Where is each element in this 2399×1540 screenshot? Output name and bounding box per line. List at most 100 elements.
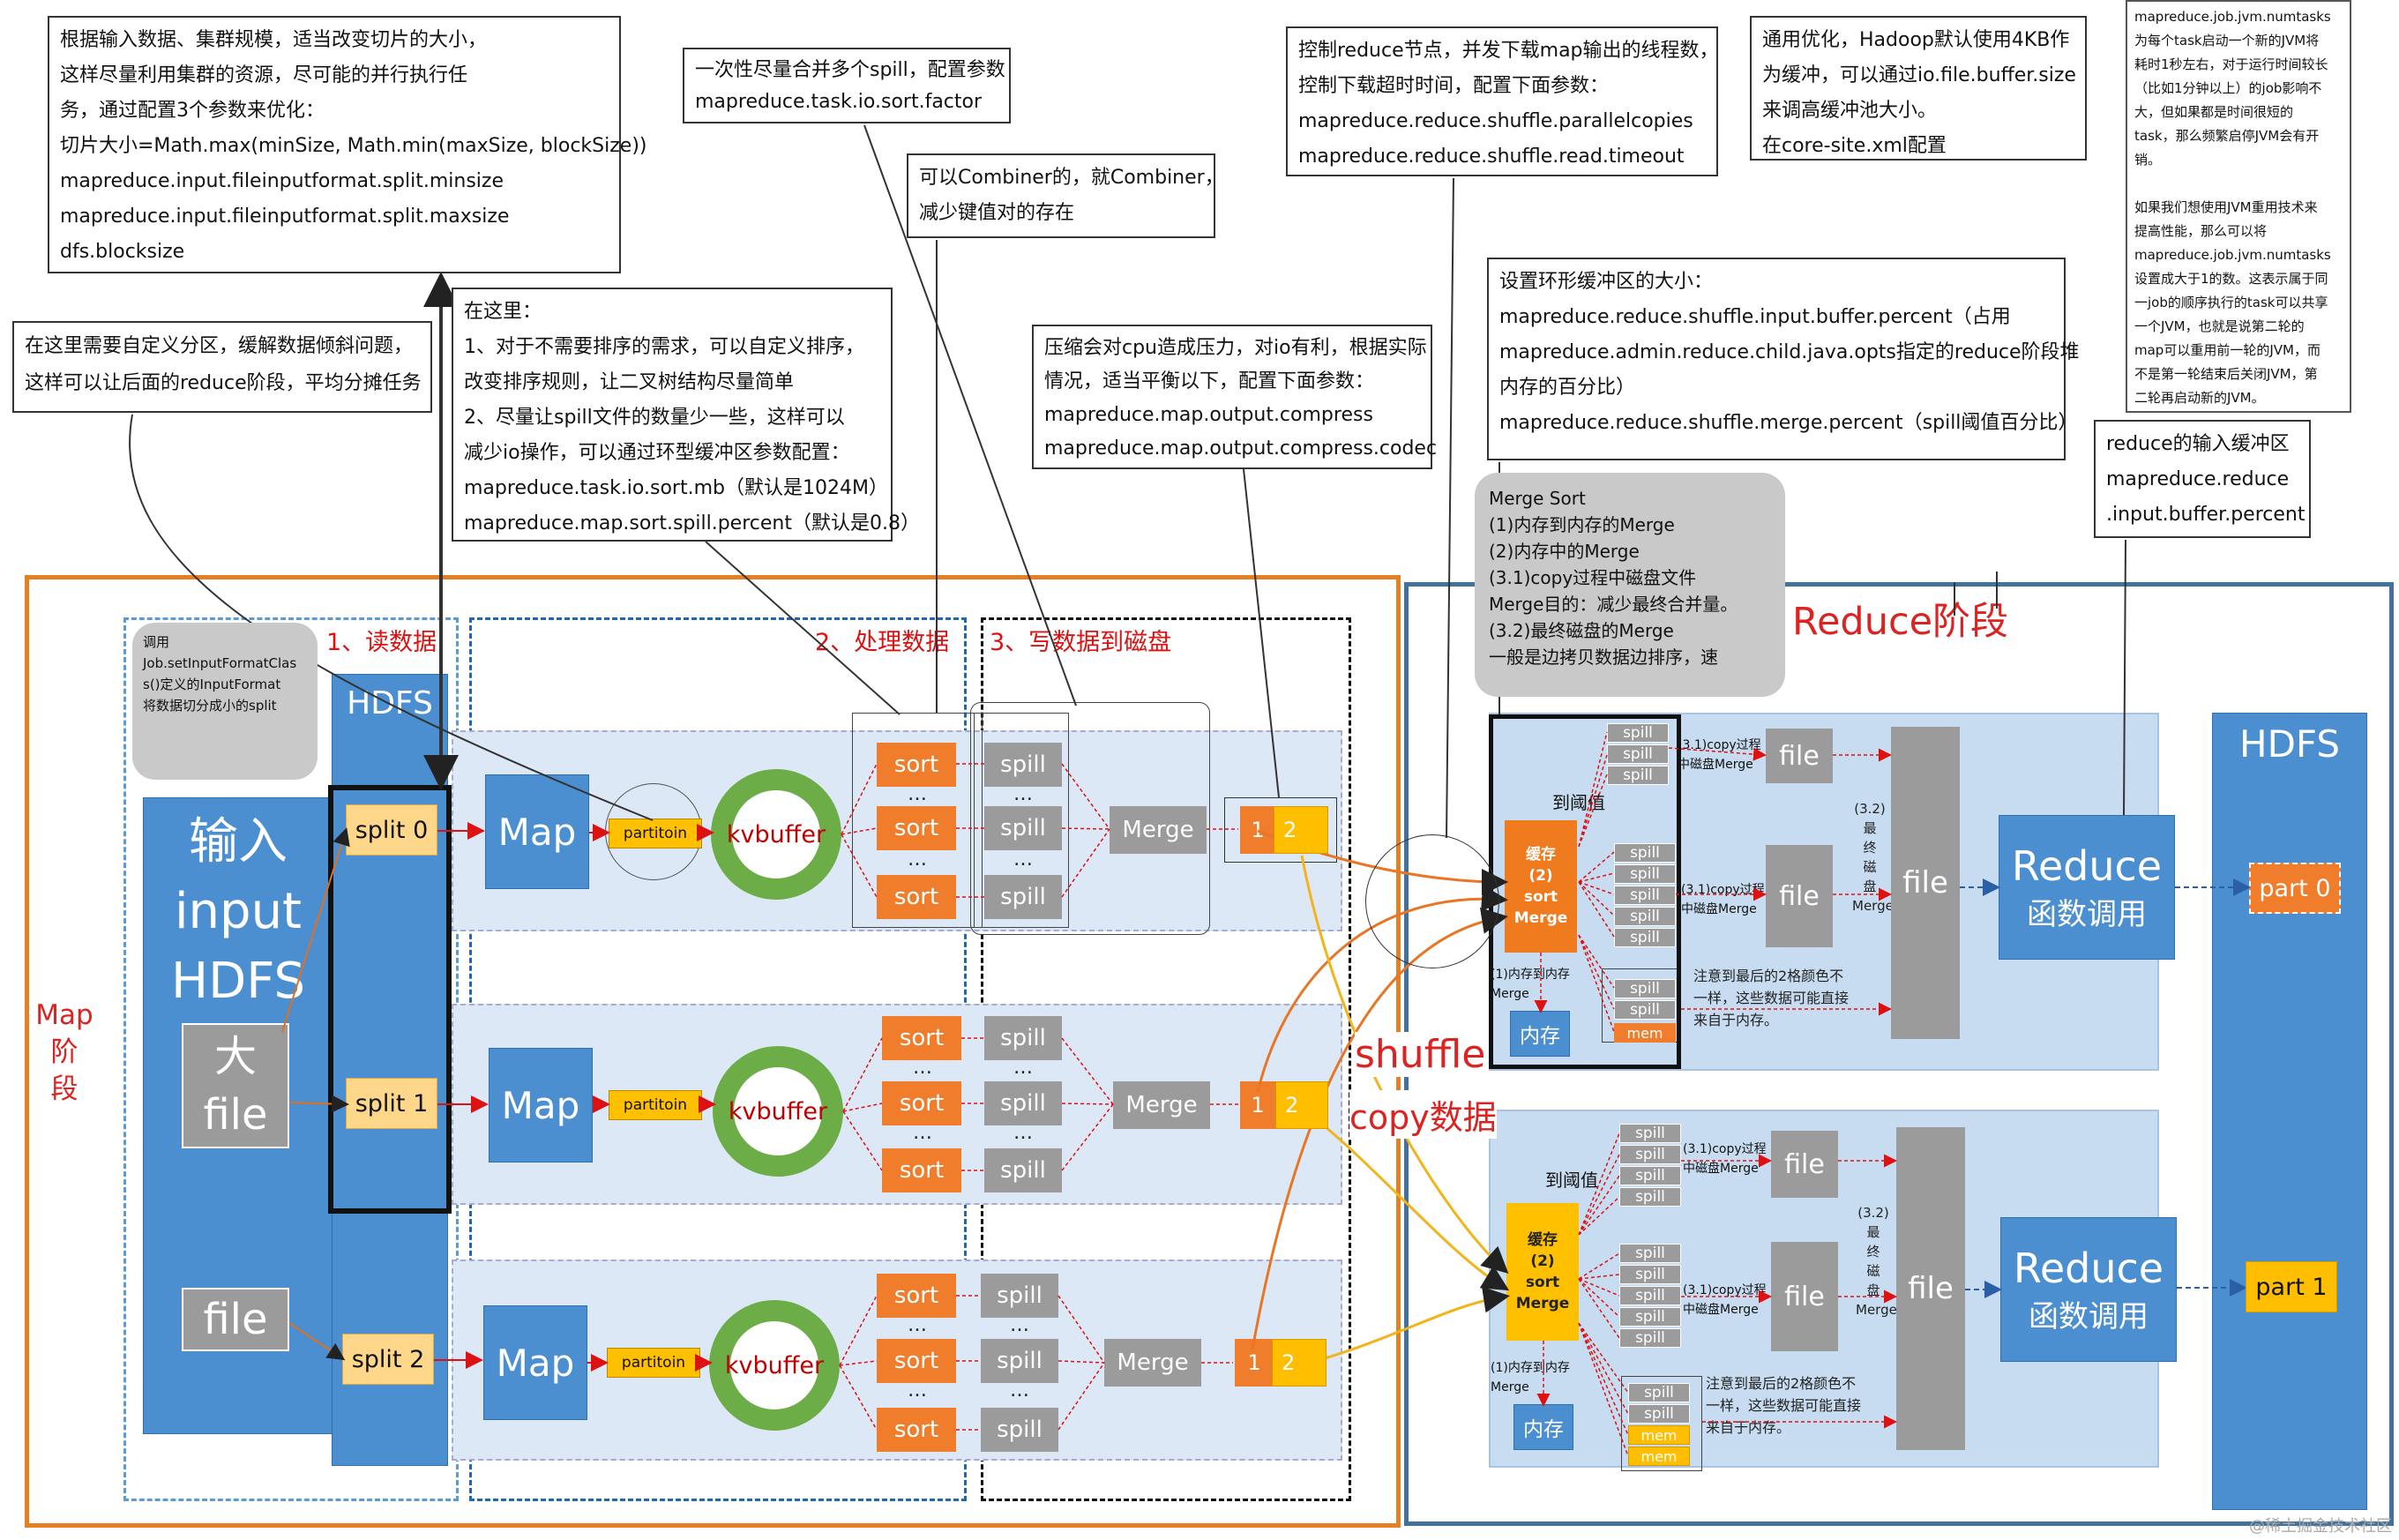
reduce-spill-0-b2: spill bbox=[1614, 886, 1676, 905]
dots-sort-2b: … bbox=[908, 1379, 927, 1402]
shuffle-sub-label: copy数据 bbox=[1349, 1090, 1497, 1139]
dots-spill-0b: … bbox=[1013, 848, 1033, 871]
watermark: @稀土掘金技术社区 bbox=[2249, 1517, 2392, 1536]
sort-0-2: sort bbox=[877, 875, 956, 919]
reduce-task-1: Reduce 函数调用 bbox=[2000, 1217, 2177, 1362]
reduce-final-file-0: file bbox=[1891, 727, 1960, 1039]
output-part-0-2: 2 bbox=[1274, 806, 1328, 854]
read-step-label: 1、读数据 bbox=[326, 629, 437, 656]
reduce-mem-tag-1a: mem bbox=[1628, 1425, 1690, 1445]
final-merge-label-1: (3.2) 最 终 磁 盘 Merge bbox=[1856, 1205, 1897, 1318]
threshold-label-1: 到阈值 bbox=[1545, 1170, 1598, 1191]
note-compress: 压缩会对cpu造成压力，对io有利，根据实际 情况，适当平衡以下，配置下面参数：… bbox=[1032, 325, 1437, 469]
kvbuffer-2: kvbuffer bbox=[709, 1300, 840, 1431]
copy-merge-label-0b: (3.1)copy过程 中磁盘Merge bbox=[1681, 883, 1765, 916]
reduce-spill-1-b3: spill bbox=[1619, 1307, 1681, 1327]
reduce-spill-0-b3: spill bbox=[1614, 907, 1676, 926]
note-sort: 在这里： 1、对于不需要排序的需求，可以自定义排序， 改变排序规则，让二叉树结构… bbox=[452, 288, 920, 542]
dots-sort-1b: … bbox=[913, 1122, 932, 1144]
output-part-2-1: 1 bbox=[1235, 1339, 1274, 1387]
sort-1-2: sort bbox=[882, 1148, 961, 1192]
reduce-mem-tag-0: mem bbox=[1614, 1023, 1676, 1043]
kvbuffer-0: kvbuffer bbox=[711, 769, 841, 900]
note-partition: 在这里需要自定义分区，缓解数据倾斜问题， 这样可以让后面的reduce阶段，平均… bbox=[12, 321, 432, 413]
mem-note-0: 注意到最后的2格颜色不 一样，这些数据可能直接 来自于内存。 bbox=[1693, 968, 1850, 1028]
sort-0-1: sort bbox=[877, 806, 956, 850]
copy-merge-label-0a: (3.1)copy过程 中磁盘Merge bbox=[1678, 738, 1761, 772]
reduce-spill-0-a0: spill bbox=[1607, 723, 1669, 743]
sort-2-1: sort bbox=[877, 1339, 956, 1383]
map-task-1: Map bbox=[489, 1048, 593, 1162]
split-0: split 0 bbox=[346, 804, 437, 856]
partition-2: partitoin bbox=[607, 1348, 700, 1378]
dots-sort-1a: … bbox=[913, 1057, 932, 1079]
reduce-spill-1-a0: spill bbox=[1619, 1124, 1681, 1143]
spill-0-0: spill bbox=[984, 743, 1062, 787]
reduce-mem-0: 内存 bbox=[1510, 1011, 1570, 1057]
threshold-label-0: 到阈值 bbox=[1552, 792, 1605, 813]
copy-merge-label-1a: (3.1)copy过程 中磁盘Merge bbox=[1683, 1142, 1767, 1176]
sort-group-frame-0 bbox=[852, 713, 983, 928]
partition-0: partitoin bbox=[609, 819, 702, 848]
note-combiner: 可以Combiner的，就Combiner， 减少键值对的存在 bbox=[907, 153, 1224, 238]
output-part-1: part 1 bbox=[2246, 1261, 2337, 1312]
reduce-phase-label: Reduce阶段 bbox=[1792, 600, 2009, 644]
spill-1-1: spill bbox=[984, 1081, 1062, 1125]
input-hdfs-label: 输入 input HDFS bbox=[170, 813, 305, 1010]
dots-spill-0a: … bbox=[1013, 783, 1033, 805]
note-buffer-size: 通用优化，Hadoop默认使用4KB作 为缓冲，可以通过io.file.buff… bbox=[1750, 16, 2087, 161]
note-merge-spill: 一次性尽量合并多个spill，配置参数 mapreduce.task.io.so… bbox=[683, 48, 1011, 123]
reduce-mem-tag-1b: mem bbox=[1628, 1447, 1690, 1466]
shuffle-circle bbox=[1365, 834, 1499, 968]
output-part-1-1: 1 bbox=[1240, 1081, 1275, 1129]
reduce-spill-1-a1: spill bbox=[1619, 1145, 1681, 1164]
reduce-spill-0-c1: spill bbox=[1614, 1000, 1676, 1020]
write-step-label: 3、写数据到磁盘 bbox=[990, 629, 1172, 656]
reduce-spill-1-c0: spill bbox=[1628, 1383, 1690, 1402]
reduce-task-0: Reduce 函数调用 bbox=[1999, 815, 2175, 960]
kvbuffer-1: kvbuffer bbox=[713, 1046, 843, 1177]
spill-1-2: spill bbox=[984, 1148, 1062, 1192]
merge-2: Merge bbox=[1104, 1339, 1201, 1387]
hdfs-block-right: HDFS bbox=[2212, 713, 2367, 1510]
reduce-cache-1-text: 缓存 (2) sort Merge bbox=[1515, 1231, 1570, 1312]
dots-sort-0a: … bbox=[908, 783, 927, 805]
merge-0: Merge bbox=[1110, 806, 1207, 854]
map-phase-label: Map 阶 段 bbox=[35, 999, 93, 1105]
spill-2-0: spill bbox=[981, 1274, 1058, 1318]
input-format-bubble: 调用 Job.setInputFormatClas s()定义的InputFor… bbox=[132, 623, 318, 780]
dots-sort-2a: … bbox=[908, 1314, 927, 1336]
split-1: split 1 bbox=[346, 1078, 437, 1129]
reduce-cache-0-text: 缓存 (2) sort Merge bbox=[1513, 846, 1568, 927]
reduce-spill-1-b0: spill bbox=[1619, 1244, 1681, 1263]
dots-spill-2a: … bbox=[1010, 1314, 1029, 1336]
note-reduce-input: reduce的输入缓冲区 mapreduce.reduce .input.buf… bbox=[2094, 420, 2311, 538]
sort-0-0: sort bbox=[877, 743, 956, 787]
spill-0-1: spill bbox=[984, 806, 1062, 850]
merge-1: Merge bbox=[1113, 1081, 1210, 1129]
hdfs-label-right: HDFS bbox=[2238, 722, 2340, 766]
hdfs-label-left: HDFS bbox=[347, 685, 433, 721]
note-split-size: 根据输入数据、集群规模，适当改变切片的大小， 这样尽量利用集群的资源，尽可能的并… bbox=[48, 16, 646, 273]
reduce-final-file-1: file bbox=[1896, 1127, 1965, 1450]
copy-merge-label-1b: (3.1)copy过程 中磁盘Merge bbox=[1683, 1283, 1767, 1317]
spill-1-0: spill bbox=[984, 1016, 1062, 1060]
split-2: split 2 bbox=[342, 1334, 434, 1385]
reduce-task-1-sub: 函数调用 bbox=[2029, 1298, 2149, 1334]
reduce-file-1a: file bbox=[1771, 1131, 1838, 1198]
merge-sort-bubble: Merge Sort (1)内存到内存的Merge (2)内存中的Merge (… bbox=[1475, 473, 1785, 697]
dots-sort-0b: … bbox=[908, 848, 927, 871]
sort-1-0: sort bbox=[882, 1016, 961, 1060]
final-merge-label-0: (3.2) 最 终 磁 盘 Merge bbox=[1852, 801, 1894, 914]
reduce-mem-1: 内存 bbox=[1513, 1404, 1573, 1450]
map-task-2: Map bbox=[483, 1305, 587, 1420]
note-shuffle-threads: 控制reduce节点，并发下载map输出的线程数， 控制下载超时时间，配置下面参… bbox=[1286, 26, 1719, 176]
reduce-spill-0-b1: spill bbox=[1614, 864, 1676, 884]
reduce-spill-1-a2: spill bbox=[1619, 1166, 1681, 1185]
output-part-2-2: 2 bbox=[1272, 1339, 1327, 1387]
reduce-task-0-sub: 函数调用 bbox=[2027, 896, 2147, 932]
partition-1: partitoin bbox=[609, 1090, 702, 1120]
reduce-spill-0-a2: spill bbox=[1607, 766, 1669, 785]
reduce-cache-1: 缓存 (2) sort Merge bbox=[1506, 1203, 1579, 1341]
